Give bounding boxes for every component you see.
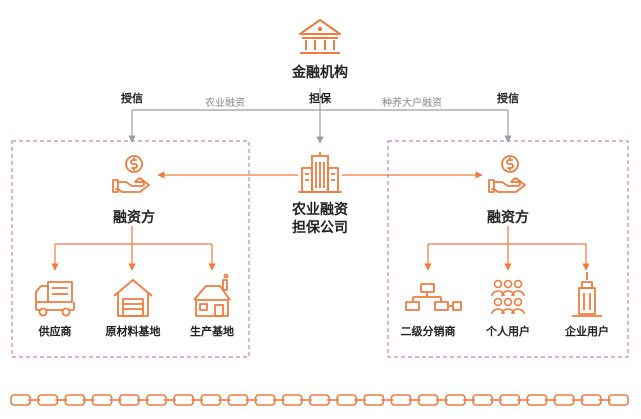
chain-link: [91, 394, 113, 406]
right-child-distributor: 二级分销商: [400, 325, 456, 338]
money-hand-icon-right: [488, 155, 526, 193]
chain-link: [64, 394, 86, 406]
chain-link: [444, 394, 466, 406]
right-child-enterprise-user: 企业用户: [565, 325, 609, 338]
chain-link: [336, 394, 358, 406]
left-child-production-base: 生产基地: [190, 325, 234, 338]
center-node-line2: 担保公司: [292, 220, 348, 236]
chain-link: [37, 394, 59, 406]
left-tree-lines: [51, 226, 216, 271]
chain-link: [363, 394, 385, 406]
right-child-individual-user: 个人用户: [486, 325, 530, 338]
bank-icon: [299, 19, 341, 54]
left-child-supplier: 供应商: [38, 325, 72, 338]
chain-link: [390, 394, 412, 406]
top-node-label: 金融机构: [292, 65, 348, 81]
people-group-icon: [491, 279, 525, 315]
right-tree-lines: [424, 226, 590, 271]
chain-link: [200, 394, 222, 406]
agri-financing-label: 农业融资: [205, 98, 245, 109]
chain-border: [10, 394, 629, 406]
center-node-label: 农业融资 担保公司: [292, 201, 348, 237]
right-group-label: 融资方: [487, 210, 529, 226]
skyscraper-icon: [572, 272, 602, 317]
office-building-icon: [298, 152, 342, 193]
farmhouse-icon: [193, 273, 231, 317]
left-child-raw-material-base: 原材料基地: [105, 325, 161, 338]
chain-link: [472, 394, 494, 406]
chain-link: [227, 394, 249, 406]
center-node-line1: 农业融资: [292, 202, 348, 218]
warehouse-icon: [113, 279, 153, 317]
guarantee-label: 担保: [309, 92, 331, 105]
chain-link: [173, 394, 195, 406]
chain-link: [146, 394, 167, 406]
left-credit-label: 授信: [121, 92, 143, 105]
money-hand-icon-left: [112, 155, 150, 193]
chain-link: [10, 394, 32, 406]
large-farmer-financing-label: 种养大户融资: [382, 98, 442, 109]
chain-link: [281, 394, 303, 406]
org-chart-icon: [405, 283, 462, 311]
chain-link: [118, 394, 140, 406]
chain-link: [580, 394, 602, 406]
delivery-truck-icon: [35, 281, 75, 317]
chain-link: [309, 394, 330, 406]
left-group-label: 融资方: [113, 210, 155, 226]
chain-link: [607, 394, 629, 406]
institution-flow-lines: [128, 88, 512, 144]
chain-link: [526, 394, 548, 406]
right-credit-label: 授信: [497, 92, 519, 105]
chain-link: [553, 394, 575, 406]
chain-link: [417, 394, 439, 406]
chain-link: [254, 394, 276, 406]
chain-link: [499, 394, 521, 406]
left-group-box: [11, 140, 250, 358]
